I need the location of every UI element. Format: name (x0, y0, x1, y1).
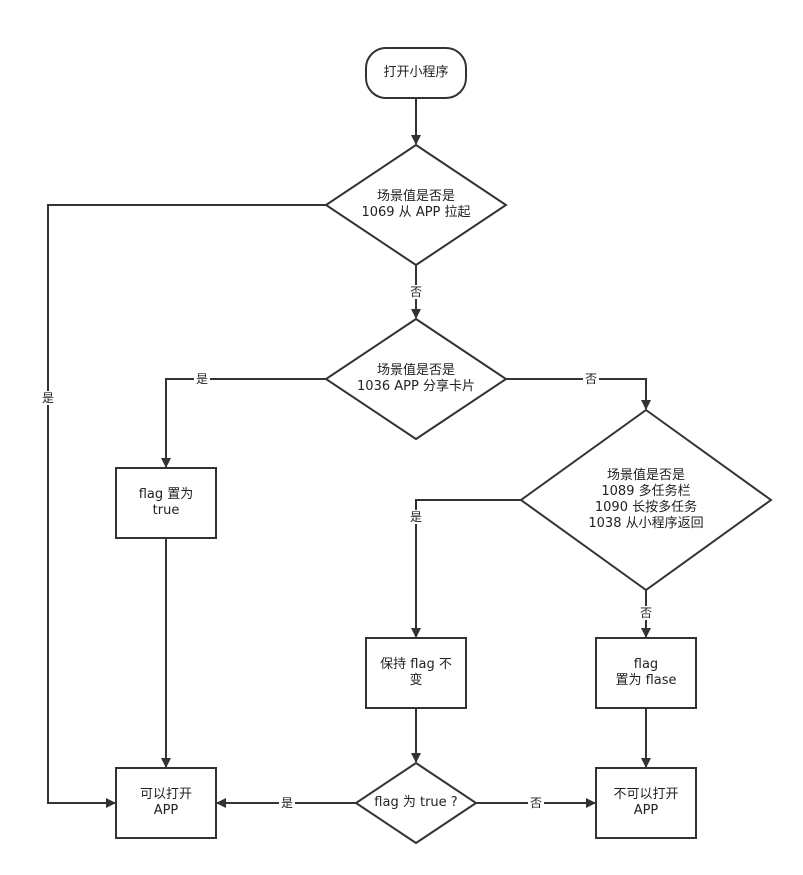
edge-label-1036-no: 否 (583, 372, 600, 386)
can-open-text: 可以打开 APP (139, 787, 192, 818)
decision-1036 (324, 317, 508, 441)
edge-label-flag-yes: 是 (279, 796, 296, 810)
edge-label-multi-no: 否 (638, 606, 655, 620)
process-flag-false (595, 637, 697, 709)
keep-flag-text: 保持 flag 不 变 (380, 657, 452, 688)
cannot-open-text: 不可以打开 APP (613, 787, 679, 818)
start-text: 打开小程序 (383, 65, 449, 80)
edge-1036-no (506, 378, 651, 410)
decision-1069-text: 场景值是否是 1069 从 APP 拉起 (361, 189, 471, 220)
process-keep-flag (365, 637, 467, 709)
flag-false-text: flag 置为 flase (615, 657, 677, 688)
decision-flag-true (354, 761, 478, 845)
edge-label-1036-yes: 是 (194, 372, 211, 386)
edge-multi-yes (411, 499, 521, 638)
decision-1036-text: 场景值是否是 1036 APP 分享卡片 (357, 363, 475, 394)
edge-label-1069-no: 否 (408, 285, 425, 299)
flag-true-text: flag 置为 true (138, 487, 194, 518)
end-cannot-open (595, 767, 697, 839)
decision-multitask-text: 场景值是否是 1089 多任务栏 1090 长按多任务 1038 从小程序返回 (588, 468, 704, 531)
edge-1036-yes (161, 378, 326, 468)
edge-label-flag-no: 否 (528, 796, 545, 810)
edge-label-multi-yes: 是 (408, 510, 425, 524)
edge-label-1069-yes: 是 (40, 391, 57, 405)
edge-1069-yes (47, 204, 326, 808)
decision-flag-text: flag 为 true ? (374, 795, 458, 810)
